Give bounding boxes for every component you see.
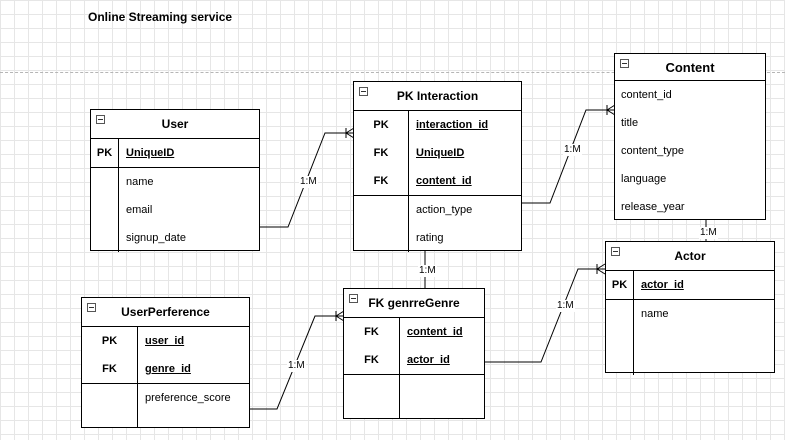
table-content[interactable]: Content content_id title content_type la… [614,53,766,220]
table-row[interactable]: title [615,109,765,137]
relation-label-user-interaction: 1:M [299,176,318,188]
table-row[interactable]: language [615,165,765,193]
collapse-icon[interactable] [620,59,629,68]
field-name: release_year [621,201,685,213]
table-user-preference[interactable]: UserPerference PK user_id FK genre_id pref… [81,297,250,428]
field-name: name [641,308,669,320]
table-user[interactable]: User PK UniqueID name email signup_date [90,109,260,252]
table-row[interactable]: PK user_id [82,327,249,355]
field-name: content_id [621,89,672,101]
table-row[interactable]: content_type [615,137,765,165]
table-title: Actor [674,249,706,263]
table-row[interactable]: content_id [615,81,765,109]
key-label: PK [96,147,113,159]
page-divider [0,72,785,73]
collapse-icon[interactable] [359,87,368,96]
table-row[interactable]: email [91,196,259,224]
relation-label-content-actor: 1:M [699,227,718,239]
key-label: PK [611,279,628,291]
field-name: title [621,117,639,129]
table-row[interactable]: name [606,300,774,328]
collapse-icon[interactable] [611,247,620,256]
diagram-title: Online Streaming service [88,10,233,24]
collapse-icon[interactable] [96,115,105,124]
field-name: language [621,173,667,185]
table-row[interactable]: preference_score [82,384,249,412]
link-genre-actor [485,268,605,363]
table-row[interactable]: name [91,168,259,196]
key-label: FK [102,363,117,375]
table-title: Content [665,59,715,75]
field-name: actor_id [641,279,684,291]
table-row[interactable]: FK content_id [344,318,484,346]
key-label: FK [373,175,389,187]
table-genre[interactable]: FK genrreGenre FK content_id FK actor_id [343,288,485,419]
table-row[interactable]: release_year [615,193,765,221]
table-row[interactable]: FK content_id [354,167,521,195]
field-name: genre_id [145,363,191,375]
collapse-icon[interactable] [87,303,96,312]
field-name: email [126,204,153,216]
key-label: FK [364,354,379,366]
field-name: action_type [416,204,473,216]
field-name: content_id [416,175,472,187]
relation-label-genre-actor: 1:M [556,300,575,312]
relation-label-preference-genre: 1:M [287,360,306,372]
link-interaction-content [522,109,615,204]
table-row[interactable]: PK actor_id [606,271,774,299]
field-name: content_type [621,145,684,157]
field-name: actor_id [407,354,450,366]
table-title: FK genrreGenre [368,296,460,310]
table-title: User [161,117,189,131]
table-header[interactable]: Content [615,54,765,81]
table-header[interactable]: FK genrreGenre [344,289,484,318]
relation-label-interaction-genre: 1:M [418,265,437,277]
table-header[interactable]: User [91,110,259,139]
table-row[interactable]: action_type [354,196,521,224]
key-label: FK [364,326,379,338]
table-row[interactable]: FK actor_id [344,346,484,374]
field-name: UniqueID [416,147,465,159]
field-name: name [126,176,154,188]
field-name: user_id [145,335,185,347]
table-title: PK Interaction [396,89,479,103]
field-name: interaction_id [416,119,489,131]
table-title: UserPerference [121,305,210,319]
table-interaction[interactable]: PK Interaction PK interaction_id FK Unique… [353,81,522,252]
relation-label-interaction-content: 1:M [563,144,582,156]
table-row[interactable]: signup_date [91,224,259,252]
table-row[interactable]: PK interaction_id [354,111,521,139]
table-row[interactable]: PK UniqueID [91,139,259,167]
table-row[interactable]: FK genre_id [82,355,249,383]
crowfoot-user-interaction [345,127,355,134]
table-row[interactable]: rating [354,224,521,252]
table-actor[interactable]: Actor PK actor_id name [605,241,775,375]
crowfoot-interaction-content [606,104,616,111]
key-label: PK [373,119,389,131]
table-header[interactable]: UserPerference [82,298,249,327]
table-header[interactable]: Actor [606,242,774,271]
collapse-icon[interactable] [349,294,358,303]
table-row[interactable]: FK UniqueID [354,139,521,167]
crowfoot-preference-genre [335,310,345,317]
field-name: content_id [407,326,463,338]
field-name: UniqueID [126,147,175,159]
table-header[interactable]: PK Interaction [354,82,521,111]
field-name: signup_date [126,232,186,244]
field-name: preference_score [145,392,231,404]
key-label: FK [373,147,389,159]
crowfoot-genre-actor [596,263,606,270]
field-name: rating [416,232,444,244]
key-label: PK [101,335,118,347]
